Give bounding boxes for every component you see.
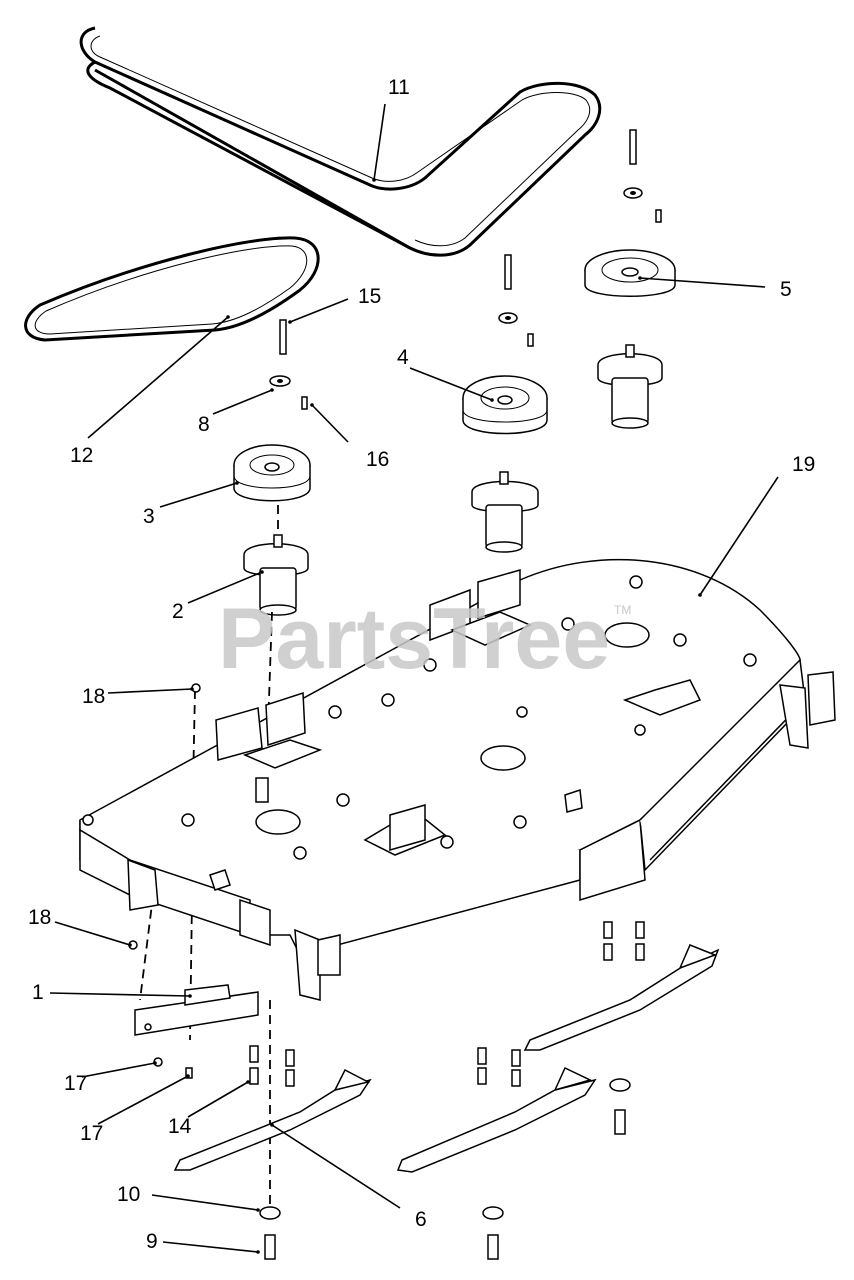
callout-point-12 [226,315,230,319]
deck-hardware-fasteners[interactable] [128,683,645,1260]
callout-label-19[interactable]: 19 [792,453,815,476]
callout-leader-19 [699,476,779,596]
callout-point-1 [188,994,192,998]
callout-label-17b[interactable]: 17 [80,1122,103,1145]
callout-point-11 [372,178,376,182]
deck-belt-11[interactable] [79,26,602,257]
callout-point-17a [153,1061,157,1065]
callout-point-9 [256,1250,260,1254]
callout-point-16 [310,403,314,407]
callout-leader-3 [159,482,238,508]
callout-point-17b [186,1074,190,1078]
callout-label-2[interactable]: 2 [172,600,184,623]
callout-point-5 [638,276,642,280]
callout-point-3 [235,481,239,485]
callout-label-1[interactable]: 1 [32,981,44,1004]
callout-leader-18b [54,921,131,946]
callout-leader-6 [271,1124,401,1209]
partstree-watermark: PartsTree TM [218,591,631,687]
callout-label-10[interactable]: 10 [117,1183,140,1206]
callout-leader-17a [81,1062,156,1078]
callout-label-15[interactable]: 15 [358,285,381,308]
right-spindle-hardware[interactable] [584,129,676,429]
callout-label-12[interactable]: 12 [70,444,93,467]
deck-mount-brackets[interactable] [127,569,836,1001]
callout-label-11[interactable]: 11 [388,76,410,99]
callout-leader-18a [107,688,193,694]
callout-label-3[interactable]: 3 [143,505,155,528]
watermark-text: PartsTree [218,591,610,687]
callout-leader-2 [187,571,263,604]
callout-leader-12 [87,316,229,439]
callout-label-4[interactable]: 4 [397,346,409,369]
callout-point-19 [698,593,702,597]
callout-leader-14 [187,1081,249,1118]
callout-point-15 [288,320,292,324]
callout-label-17a[interactable]: 17 [64,1072,87,1095]
callout-leader-16 [311,404,349,443]
callout-label-5[interactable]: 5 [780,278,792,301]
callout-label-14[interactable]: 14 [168,1115,192,1138]
left-spindle-hardware[interactable] [233,319,311,616]
callout-leader-15 [289,298,349,323]
callout-label-9[interactable]: 9 [146,1230,158,1253]
callout-point-18a [190,687,194,691]
callout-label-18b[interactable]: 18 [28,906,51,929]
callout-point-8 [270,388,274,392]
callout-leader-5 [639,277,766,288]
center-spindle-hardware[interactable] [462,254,548,553]
callout-label-18a[interactable]: 18 [82,685,105,708]
callout-point-4 [490,398,494,402]
mower-deck-housing-19[interactable] [79,558,806,956]
callout-leader-17b [97,1075,189,1125]
callout-point-10 [256,1208,260,1212]
callout-leader-8 [212,389,273,415]
callout-leader-4 [409,367,493,401]
watermark-trademark: TM [614,603,631,617]
callout-point-14 [246,1080,250,1084]
callout-leader-10 [151,1194,259,1211]
pulley-belt-12[interactable] [24,236,320,342]
callout-leader-9 [162,1241,259,1253]
callout-point-2 [260,570,264,574]
callout-label-6[interactable]: 6 [415,1208,427,1231]
callout-leader-1 [49,992,191,997]
callout-leader-11 [373,103,386,181]
callout-point-18b [128,943,132,947]
callout-point-6 [270,1123,274,1127]
callout-label-16[interactable]: 16 [366,448,389,471]
callout-label-8[interactable]: 8 [198,413,210,436]
deck-baffle-1[interactable] [134,984,259,1036]
